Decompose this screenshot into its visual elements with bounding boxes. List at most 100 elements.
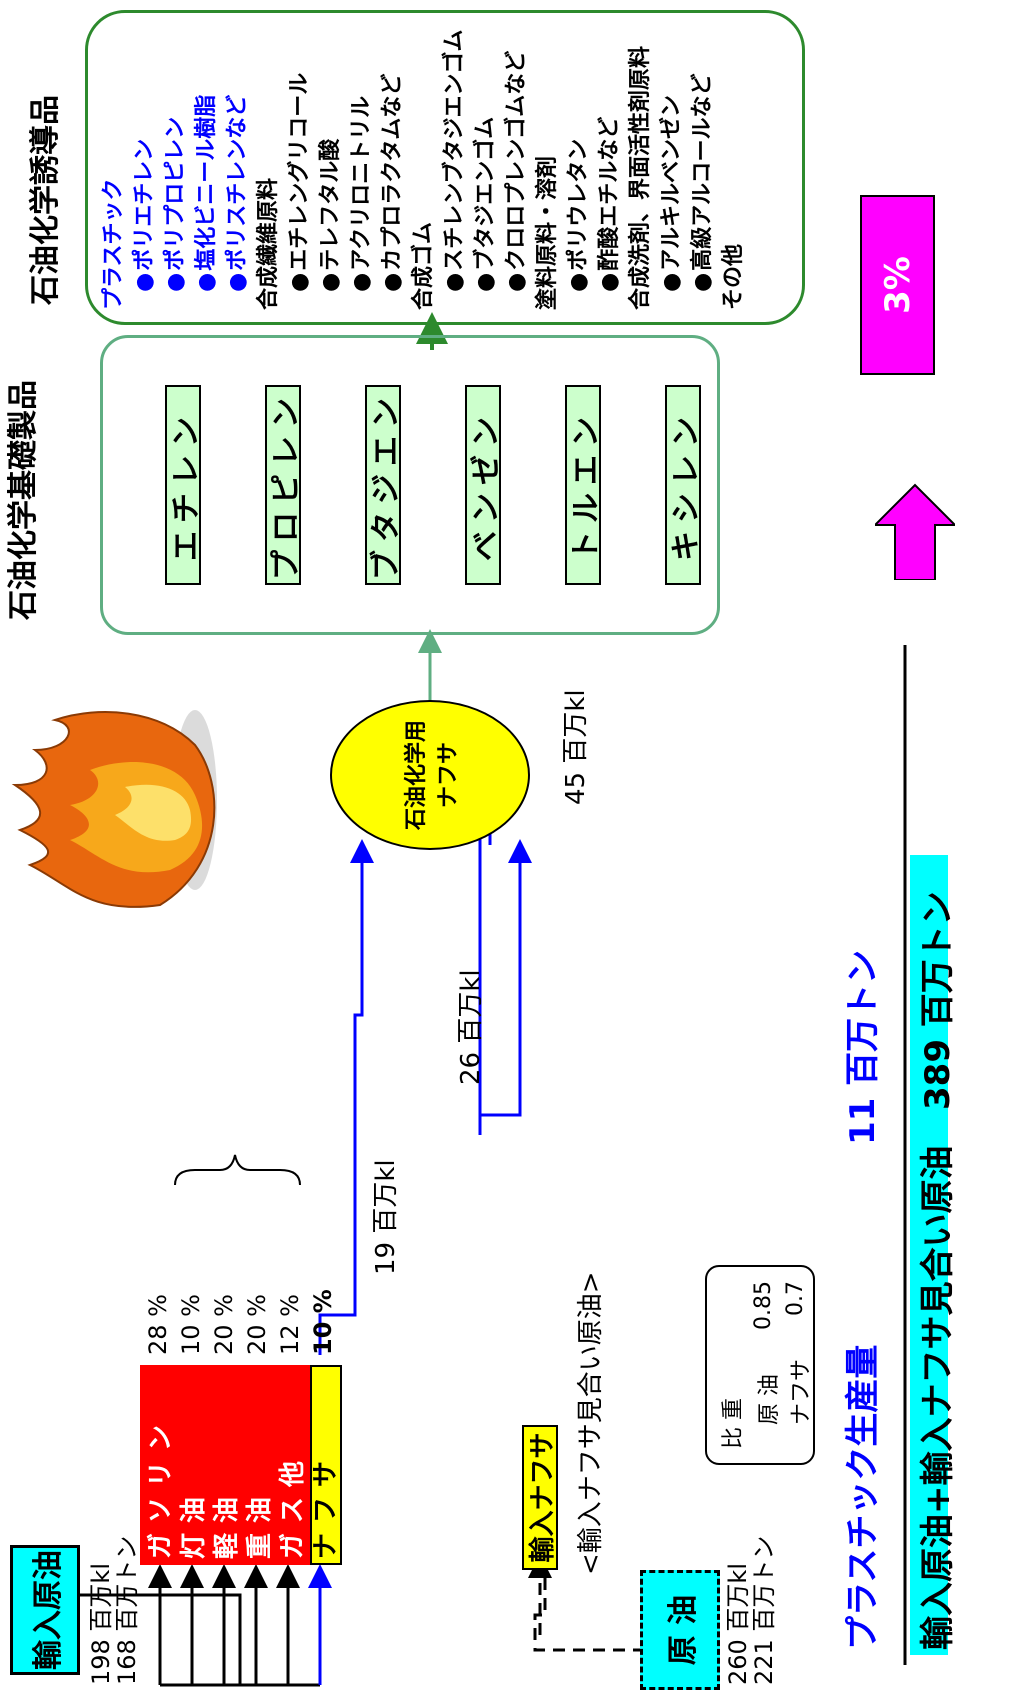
derivative-line: ブタジエンゴム [467, 117, 499, 292]
derivative-line: 合成繊維原料 [250, 178, 282, 310]
derivative-line: 塗料原料・溶剤 [529, 156, 561, 310]
derivative-line: テレフタル酸 [312, 139, 344, 292]
fuel-row: 軽油 20 % [208, 1294, 240, 1559]
basic-product-item: ベンゼン [465, 385, 501, 585]
specific-gravity-title: 比 重 [715, 1281, 747, 1449]
equivalent-crude-weight: 221 百万トン [751, 1536, 777, 1685]
derivatives-title: 石油化学誘導品 [20, 95, 64, 305]
fuel-name: ナフサ [305, 1373, 342, 1559]
derivative-line: 塩化ビニール樹脂 [188, 95, 220, 292]
imported-crude-box: 輸入原油 [10, 1545, 80, 1675]
fuel-pct: 20 % [243, 1294, 271, 1355]
derivative-line: プラスチック [95, 178, 127, 310]
fuel-row: 重油 20 % [241, 1294, 273, 1559]
derivative-text: アルキルベンゼン [659, 95, 684, 271]
naphtha-node-line2: ナフサ [430, 742, 462, 808]
denominator-bar: 輸入原油+輸入ナフサ見合い原油 389 百万トン [910, 855, 948, 1655]
derivative-text: 合成繊維原料 [256, 178, 281, 310]
fire-icon [10, 695, 240, 925]
basic-product-item: エチレン [165, 385, 201, 585]
equivalent-crude-caption: <輸入ナフサ見合い原油> [570, 1271, 607, 1575]
imported-crude-volume: 198 百万kl [88, 1536, 114, 1685]
naphtha-node: 石油化学用 ナフサ [330, 700, 530, 850]
equivalent-crude-quantities: 260 百万kl 221 百万トン [725, 1536, 777, 1685]
derivative-line: 高級アルコールなど [684, 73, 716, 292]
fuel-name: ガス他 [272, 1373, 309, 1559]
derivative-line: アルキルベンゼン [653, 95, 685, 292]
basic-product-item: プロピレン [265, 385, 301, 585]
derivative-text: 合成ゴム [411, 222, 436, 310]
basic-products-title: 石油化学基礎製品 [0, 380, 42, 620]
derivative-text: アクリロニトリル [349, 96, 374, 271]
imported-naphtha-volume: 26 百万kl [450, 969, 487, 1085]
fuel-pct: 12 % [276, 1294, 304, 1355]
plastic-production-label: プラスチック生産量 [835, 1345, 884, 1650]
derivative-text: カプロラクタムなど [380, 74, 405, 271]
derivative-line: 酢酸エチルなど [591, 117, 623, 292]
fuel-pct: 28 % [144, 1294, 172, 1355]
total-naphtha-volume: 45 百万kl [555, 689, 592, 805]
derivative-line: アクリロニトリル [343, 96, 375, 292]
sg-crude-name: 原 油 [751, 1374, 783, 1449]
ratio-arrow-icon [875, 480, 955, 580]
derivative-line: ポリスチレンなど [219, 95, 251, 292]
basic-product-item: トルエン [565, 385, 601, 585]
denominator-label: 輸入原油+輸入ナフサ見合い原油 [910, 1146, 959, 1651]
imported-crude-quantities: 198 百万kl 168 百万トン [88, 1536, 140, 1685]
derivative-line: スチレンブタジエンゴム [436, 29, 468, 292]
fuel-name: 重油 [239, 1373, 276, 1559]
derivative-line: 合成洗剤、界面活性剤原料 [622, 46, 654, 310]
ratio-box: 3% [860, 195, 935, 375]
imported-crude-weight: 168 百万トン [114, 1536, 140, 1685]
derivative-text: ポリプロピレン [163, 117, 188, 271]
derivative-text: 塩化ビニール樹脂 [194, 95, 219, 271]
equivalent-crude-volume: 260 百万kl [725, 1536, 751, 1685]
fuel-name: ガソリン [140, 1373, 177, 1559]
denominator-value: 389 百万トン [910, 891, 959, 1110]
derivative-text: エチレングリコール [287, 73, 312, 271]
derivative-text: クロロプレンゴムなど [504, 51, 529, 271]
fuel-row: ガス他 12 % [274, 1294, 306, 1559]
derivative-line: ポリプロピレン [157, 117, 189, 292]
derivative-text: その他 [721, 244, 746, 310]
domestic-naphtha-volume: 19 百万kl [365, 1159, 402, 1275]
derivative-text: 合成洗剤、界面活性剤原料 [628, 46, 653, 310]
fuel-pct: 20 % [210, 1294, 238, 1355]
imported-naphtha-label: 輸入ナフサ [522, 1433, 559, 1563]
derivative-text: 酢酸エチルなど [597, 117, 622, 271]
derivative-text: ポリエチレン [132, 139, 157, 271]
fuel-pct: 10 % [309, 1289, 337, 1355]
sg-row-crude: 原 油 0.85 [751, 1281, 783, 1449]
plastic-production-value: 11 百万トン [835, 950, 884, 1145]
derivative-text: ポリウレタン [566, 139, 591, 271]
equivalent-crude-box: 原 油 [640, 1570, 720, 1690]
derivative-line: 合成ゴム [405, 222, 437, 310]
sg-row-naphtha: ナフサ 0.7 [783, 1281, 815, 1449]
derivative-text: 塗料原料・溶剤 [535, 156, 560, 310]
derivative-text: プラスチック [101, 178, 126, 310]
sg-naphtha-name: ナフサ [783, 1359, 815, 1449]
naphtha-node-line1: 石油化学用 [398, 720, 430, 830]
derivative-text: スチレンブタジエンゴム [442, 29, 467, 270]
sg-crude-value: 0.85 [751, 1281, 783, 1330]
fuel-row: ガソリン 28 % [142, 1294, 174, 1559]
equivalent-crude-label: 原 油 [658, 1595, 702, 1665]
specific-gravity-box: 比 重 原 油 0.85 ナフサ 0.7 [705, 1265, 815, 1465]
imported-naphtha-box: 輸入ナフサ [522, 1425, 558, 1570]
derivative-line: クロロプレンゴムなど [498, 51, 530, 292]
derivative-line: ポリウレタン [560, 139, 592, 292]
derivative-line: カプロラクタムなど [374, 74, 406, 292]
fuel-name: 灯油 [173, 1373, 210, 1559]
basic-product-item: ブタジエン [365, 385, 401, 585]
derivative-text: 高級アルコールなど [690, 73, 715, 270]
fuel-bracket [175, 1155, 300, 1185]
derivative-line: ポリエチレン [126, 139, 158, 292]
ratio-value: 3% [878, 256, 918, 314]
derivative-text: ブタジエンゴム [473, 117, 498, 271]
sg-naphtha-value: 0.7 [783, 1281, 815, 1316]
fuel-name: 軽油 [206, 1373, 243, 1559]
derivative-text: テレフタル酸 [318, 139, 343, 271]
